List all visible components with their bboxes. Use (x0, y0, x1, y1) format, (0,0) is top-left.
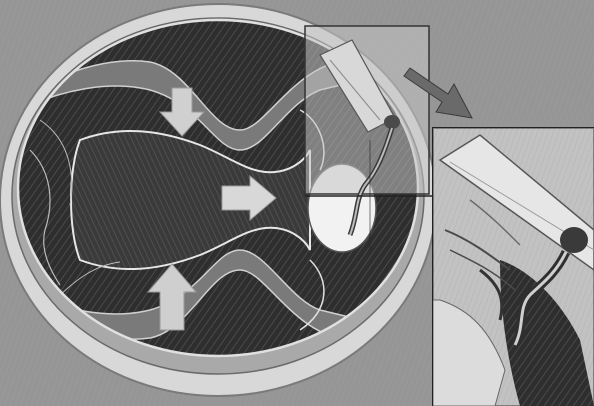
inset-magnified-view (433, 128, 594, 406)
inset-vessel-knot (560, 227, 588, 253)
vessel-knot-upper (384, 115, 400, 129)
